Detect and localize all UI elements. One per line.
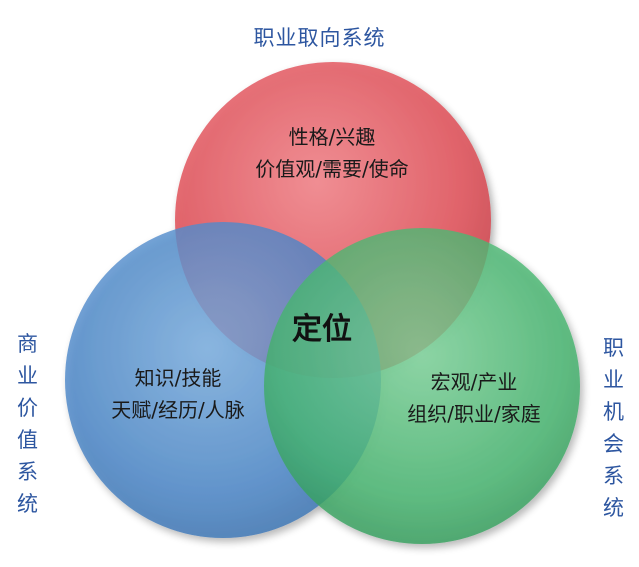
red-circle-line-2: 价值观/需要/使命 [255, 157, 409, 181]
top-system-label: 职业取向系统 [253, 26, 386, 50]
blue-circle-text: 知识/技能 天赋/经历/人脉 [68, 362, 288, 426]
left-system-label: 商业价值系统 [17, 332, 39, 516]
right-system-label: 职业机会系统 [603, 336, 625, 520]
blue-circle-line-2: 天赋/经历/人脉 [111, 398, 245, 422]
red-circle-line-1: 性格/兴趣 [288, 125, 376, 149]
green-circle [264, 228, 580, 544]
center-label: 定位 [292, 312, 352, 347]
green-circle-line-2: 组织/职业/家庭 [407, 402, 541, 426]
green-circle-text: 宏观/产业 组织/职业/家庭 [364, 366, 584, 430]
blue-circle-line-1: 知识/技能 [134, 366, 222, 390]
red-circle-text: 性格/兴趣 价值观/需要/使命 [222, 121, 442, 185]
green-circle-line-1: 宏观/产业 [430, 370, 518, 394]
